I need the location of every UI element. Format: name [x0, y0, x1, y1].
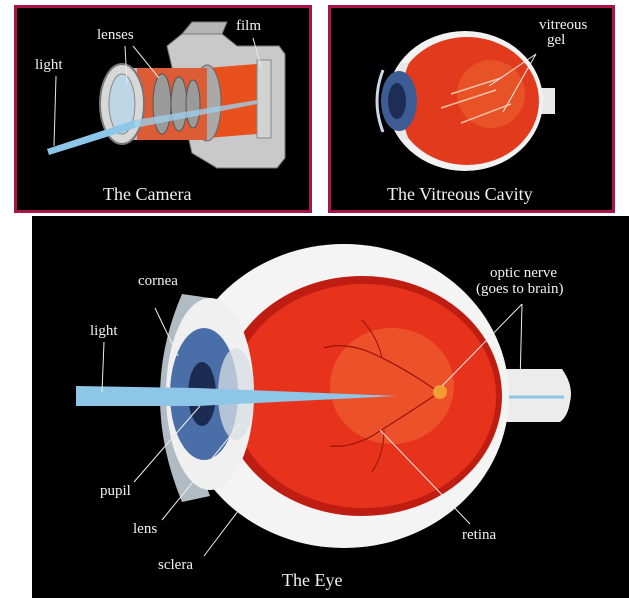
lens-element: [171, 77, 187, 131]
retina-glow: [330, 328, 454, 444]
optic-disc: [433, 385, 447, 399]
vitreous-illustration: [331, 8, 612, 210]
film-plane: [257, 60, 271, 138]
vitreous-gel-label-line1: vitreous: [539, 18, 587, 33]
vitreous-caption: The Vitreous Cavity: [387, 184, 533, 205]
camera-prism: [182, 22, 227, 34]
lens-element: [186, 80, 200, 128]
eye-panel: cornea light pupil lens sclera retina op…: [32, 216, 629, 598]
vitreous-glow: [457, 60, 525, 128]
sclera-label: sclera: [158, 558, 193, 573]
light-leader-line: [54, 76, 56, 146]
camera-caption: The Camera: [103, 184, 191, 205]
light-leader-line: [102, 342, 104, 392]
optic-nerve-label-line2: (goes to brain): [476, 282, 563, 297]
retina-label: retina: [462, 528, 496, 543]
vitreous-pupil: [388, 83, 406, 119]
camera-light-label: light: [35, 58, 63, 73]
lens-label: lens: [133, 522, 157, 537]
optic-nerve-label-line1: optic nerve: [490, 266, 557, 281]
cornea-label: cornea: [138, 274, 178, 289]
camera-panel: light lenses film The Camera: [14, 5, 312, 213]
eye-light-label: light: [90, 324, 118, 339]
vitreous-gel-label-line2: gel: [547, 33, 565, 48]
pupil-label: pupil: [100, 484, 131, 499]
camera-lenses-label: lenses: [97, 28, 134, 43]
camera-film-label: film: [236, 19, 261, 34]
eye-caption: The Eye: [282, 570, 342, 591]
lens-element: [153, 74, 171, 134]
camera-illustration: [17, 8, 309, 210]
vitreous-panel: vitreous gel The Vitreous Cavity: [328, 5, 615, 213]
